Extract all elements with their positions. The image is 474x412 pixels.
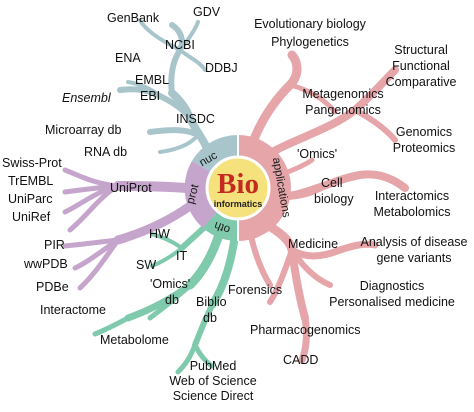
label-cell-line2: biology: [314, 192, 354, 206]
label-web-of-science: Web of Science: [169, 374, 256, 388]
label-omicsdb-line1: 'Omics': [150, 277, 190, 291]
label-omics: 'Omics': [297, 147, 337, 161]
label-genbank: GenBank: [107, 11, 160, 25]
label-struct-line2: Functional: [392, 59, 450, 73]
label-cadd: CADD: [283, 353, 318, 367]
label-forensics: Forensics: [228, 283, 282, 297]
label-struct-line3: Comparative: [386, 75, 457, 89]
center-disc: [205, 155, 271, 221]
label-interact-line1: Interactomics: [375, 189, 449, 203]
center-title: Bio: [217, 168, 259, 200]
label-pir: PIR: [44, 238, 65, 252]
label-pdbe: PDBe: [36, 280, 69, 294]
label-science-direct: Science Direct: [173, 389, 254, 403]
label-ena: ENA: [115, 51, 141, 65]
label-diag-line2: Personalised medicine: [329, 295, 455, 309]
label-swissprot: Swiss-Prot: [2, 156, 62, 170]
label-pharmaco: Pharmacogenomics: [250, 323, 360, 337]
label-interactome: Interactome: [40, 303, 106, 317]
label-sw: SW: [136, 258, 156, 272]
label-evo-line2: Phylogenetics: [271, 35, 349, 49]
label-rnadb: RNA db: [84, 145, 127, 159]
label-pubmed: PubMed: [190, 359, 237, 373]
label-ncbi: NCBI: [165, 38, 195, 52]
label-metagen-line1: Metagenomics: [302, 87, 383, 101]
center-ring: Bio informatics nuc prot oth application…: [184, 134, 292, 242]
label-diag-line1: Diagnostics: [360, 279, 425, 293]
nuc-branches: [117, 18, 216, 164]
label-ddbj: DDBJ: [205, 61, 238, 75]
label-struct-line1: Structural: [394, 43, 448, 57]
label-metabolome: Metabolome: [100, 333, 169, 347]
label-cell-line1: Cell: [321, 176, 343, 190]
label-gdv: GDV: [193, 5, 221, 19]
label-uniparc: UniParc: [8, 192, 52, 206]
label-it: IT: [176, 249, 187, 263]
label-disease-line2: gene variants: [376, 251, 451, 265]
segment-label-oth: oth: [213, 219, 232, 236]
segment-label-prot: prot: [185, 182, 202, 205]
label-interact-line2: Metabolomics: [373, 205, 450, 219]
center-subtitle: informatics: [214, 199, 263, 209]
label-hw: HW: [149, 227, 170, 241]
label-omicsdb-line2: db: [165, 293, 179, 307]
label-biblio-line2: db: [203, 311, 217, 325]
label-disease-line1: Analysis of disease: [360, 235, 467, 249]
label-uniref: UniRef: [12, 210, 51, 224]
label-uniprot: UniProt: [110, 181, 152, 195]
label-microarray: Microarray db: [45, 123, 121, 137]
label-ensembl: Ensembl: [62, 91, 112, 105]
label-biblio-line1: Biblio: [196, 295, 227, 309]
label-insdc: INSDC: [176, 112, 215, 126]
prot-branches: [62, 167, 195, 291]
label-genomics-line2: Proteomics: [393, 141, 456, 155]
label-wwpdb: wwPDB: [23, 257, 68, 271]
label-embl: EMBL: [135, 73, 169, 87]
label-evo-line1: Evolutionary biology: [254, 17, 367, 31]
label-ebi: EBI: [140, 89, 160, 103]
label-medicine: Medicine: [288, 237, 338, 251]
label-metagen-line2: Pangenomics: [305, 103, 381, 117]
applications-branches: [245, 50, 409, 364]
label-trembl: TrEMBL: [8, 174, 53, 188]
label-genomics-line1: Genomics: [396, 125, 452, 139]
